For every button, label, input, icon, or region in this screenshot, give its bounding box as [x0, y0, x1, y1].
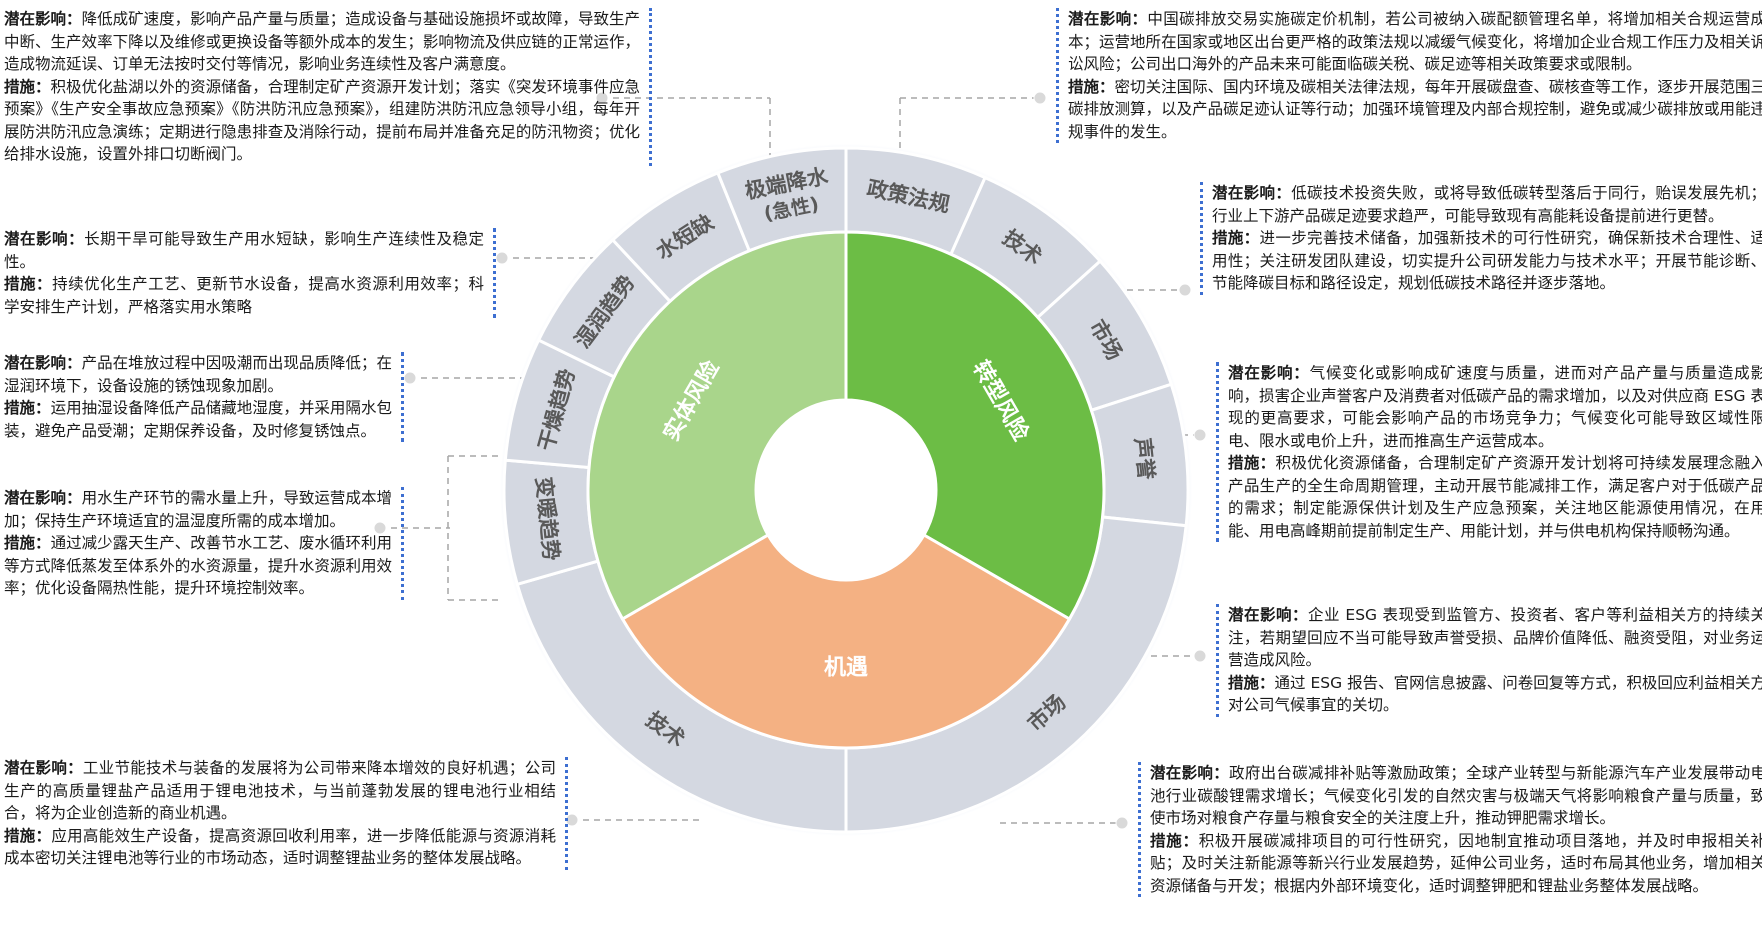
- note-dry-warm-trend: 潜在影响：用水生产环节的需水量上升，导致运营成本增加；保持生产环境适宜的温湿度所…: [4, 487, 404, 600]
- note-policy: 潜在影响：中国碳排放交易实施碳定价机制，若公司被纳入碳配额管理名单，将增加相关合…: [1056, 8, 1762, 143]
- note-opportunity-market: 潜在影响：政府出台碳减排补贴等激励政策；全球产业转型与新能源汽车产业发展带动电池…: [1138, 762, 1762, 897]
- note-water-shortage: 潜在影响：长期干旱可能导致生产用水短缺，影响生产连续性及稳定性。 措施：持续优化…: [4, 228, 496, 318]
- connector-dot: [373, 521, 387, 535]
- connector-dot: [1115, 816, 1129, 830]
- inner-segment-label: 机遇: [824, 656, 868, 681]
- outer-ring: [502, 146, 1190, 834]
- connector-dot: [1178, 283, 1192, 297]
- connector-dot: [495, 251, 509, 265]
- connector-dot: [595, 91, 609, 105]
- note-transition-market: 潜在影响：气候变化或影响成矿速度与质量，进而对产品产量与质量造成影响，损害企业声…: [1216, 362, 1762, 542]
- wheel-center: [756, 400, 936, 580]
- connector-dot: [403, 371, 417, 385]
- note-extreme-rain: 潜在影响：降低成矿速度，影响产品产量与质量；造成设备与基础设施损坏或故障，导致生…: [4, 8, 652, 166]
- note-reputation: 潜在影响：企业 ESG 表现受到监管方、投资者、客户等利益相关方的持续关注，若期…: [1216, 604, 1762, 717]
- outer-segment-label: 声誉: [1130, 436, 1158, 482]
- connector-dot: [1033, 91, 1047, 105]
- connector-dot: [1193, 649, 1207, 663]
- note-opportunity-tech: 潜在影响：工业节能技术与装备的发展将为公司带来降本增效的良好机遇；公司生产的高质…: [4, 757, 568, 870]
- note-humid-trend: 潜在影响：产品在堆放过程中因吸潮而出现品质降低；在湿润环境下，设备设施的锈蚀现象…: [4, 352, 404, 442]
- inner-ring: [586, 230, 1106, 750]
- note-transition-tech: 潜在影响：低碳技术投资失败，或将导致低碳转型落后于同行，贻误发展先机；行业上下游…: [1200, 182, 1762, 295]
- connector-dot: [1193, 428, 1207, 442]
